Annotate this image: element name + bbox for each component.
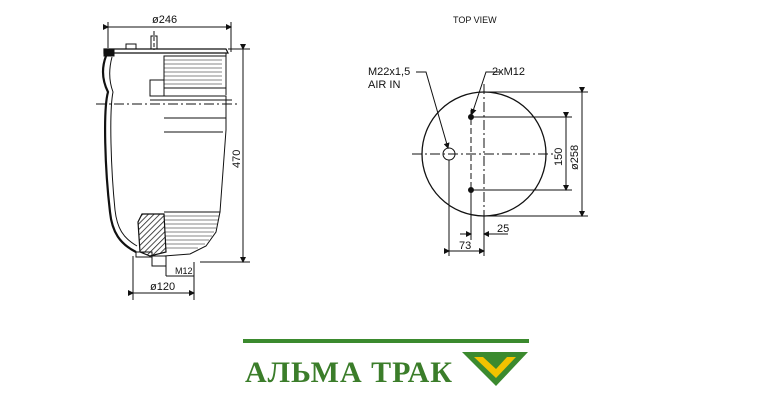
air-inlet-label: AIR IN: [368, 79, 400, 91]
top-plate-corner: [103, 48, 115, 57]
bellows-wall-left: [101, 55, 137, 253]
lower-lobe: [163, 211, 221, 257]
upper-ribs: [164, 59, 222, 85]
top-view-title: TOP VIEW: [453, 15, 497, 25]
top-diameter-label: ø246: [152, 14, 177, 26]
bellows-wall-inner: [109, 56, 138, 247]
brand-name: АЛЬМА ТРАК: [245, 356, 453, 389]
air-inlet-thread-label: M22x1,5: [368, 66, 410, 78]
offset-73-label: 73: [459, 240, 471, 252]
mount-threads-label: 2xM12: [492, 66, 525, 78]
piston-body: [164, 95, 227, 213]
bottom-flange: [135, 251, 153, 258]
air-in-leader: [416, 71, 450, 149]
top-fitting: [125, 43, 137, 50]
side-port: [149, 79, 165, 97]
thread-label: M12: [175, 266, 193, 276]
bottom-diameter-label: ø120: [150, 281, 175, 293]
brand-logo-icon: [462, 352, 528, 386]
brand-bar: [243, 339, 529, 343]
piston-section-hatched: [137, 213, 167, 257]
top-plate: [103, 48, 229, 54]
height-label: 470: [231, 150, 243, 168]
top-view: [412, 71, 588, 256]
offset-25-label: 25: [497, 223, 509, 235]
bottom-fitting: [151, 255, 167, 267]
bolt-spacing-label: 150: [553, 148, 565, 166]
lower-ribs: [164, 215, 219, 249]
mount-leader: [470, 71, 500, 115]
side-view: [96, 22, 250, 300]
top-diameter-258-label: ø258: [569, 145, 581, 170]
